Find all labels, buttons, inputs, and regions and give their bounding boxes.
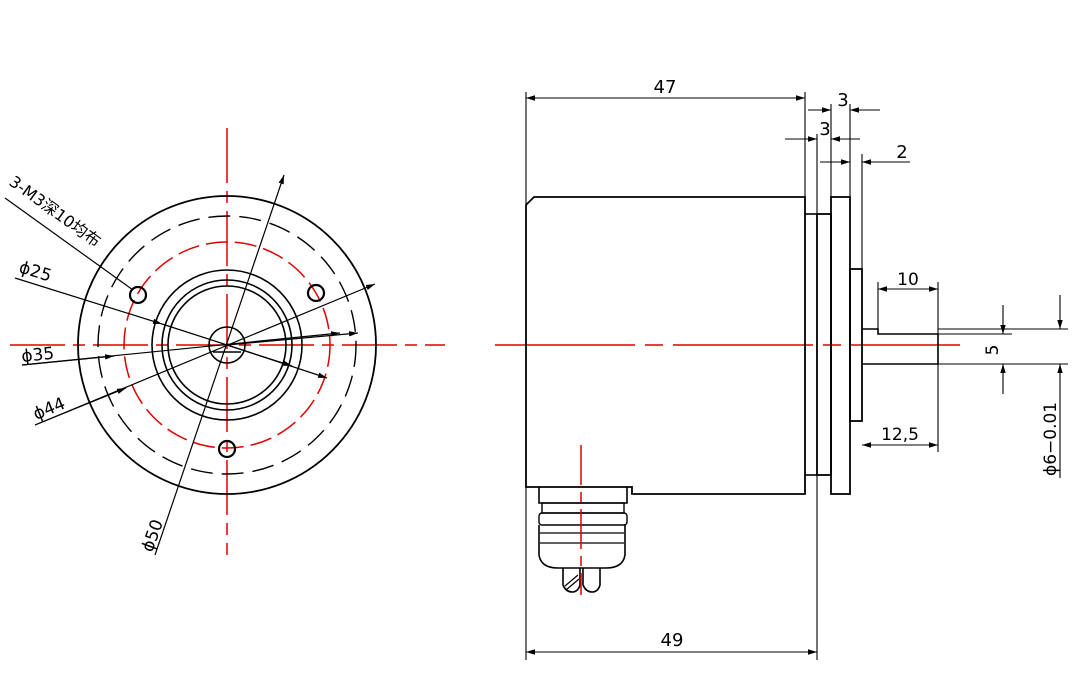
dim-d25-text: ϕ25	[17, 258, 54, 287]
dim-d35-line-left	[21, 354, 115, 366]
mounting-hole-2	[306, 283, 326, 303]
housing-body	[525, 196, 806, 495]
bolt-circle	[123, 241, 331, 449]
mounting-hole-1	[128, 285, 148, 305]
dim-49-text: 49	[661, 630, 684, 651]
boss-circle-outer	[151, 269, 303, 421]
dim-d50-text: ϕ50	[138, 517, 168, 555]
shaft-circle	[208, 326, 246, 364]
hole-note-leader	[4, 197, 134, 291]
radial-dim-line	[226, 344, 328, 379]
dim-10-text: 10	[897, 270, 919, 290]
mounting-hole-3	[217, 439, 237, 459]
dim-d6-text: ϕ6−0.01	[1041, 402, 1061, 476]
outer-housing-circle	[77, 195, 377, 495]
dim-d44-text: ϕ44	[30, 394, 68, 425]
dim-3b-text: 3	[819, 119, 830, 140]
hole-note: 3-M3深10均布	[6, 172, 105, 251]
shaft	[862, 328, 939, 365]
dim-d50-line	[154, 174, 285, 556]
dim-5-text: 5	[983, 345, 1003, 356]
dim-3a-text: 3	[837, 90, 848, 111]
connector	[538, 487, 628, 593]
boss	[849, 268, 863, 422]
dim-12-5-text: 12,5	[881, 425, 919, 445]
boss-circle-mid	[161, 279, 293, 411]
dim-d35-text: ϕ35	[20, 344, 55, 367]
side-view: 47 49 3 3 2 10 12,5	[495, 77, 1068, 660]
radial-dim-line-2	[226, 331, 359, 346]
hidden-flange-circle	[97, 215, 357, 475]
dim-47-text: 47	[654, 77, 677, 98]
boss-circle-inner	[167, 285, 287, 405]
dim-d25-leader	[14, 277, 163, 325]
dim-d44-line-left	[34, 387, 127, 426]
dim-2-text: 2	[896, 142, 907, 163]
front-view: 3-M3深10均布 ϕ50 ϕ25 ϕ35 ϕ44	[4, 128, 445, 556]
